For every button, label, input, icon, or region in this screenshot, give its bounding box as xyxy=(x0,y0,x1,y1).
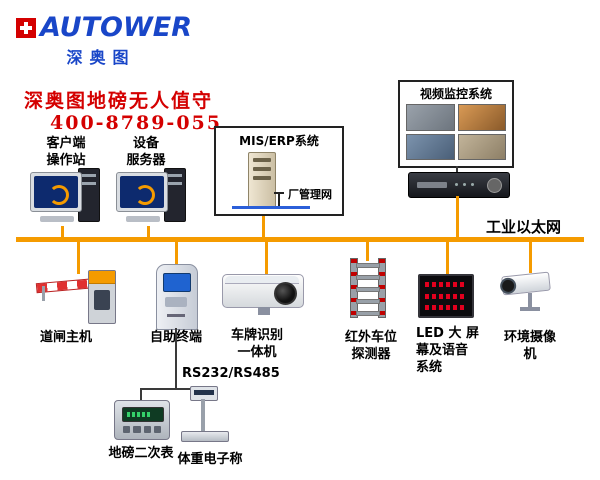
autower-logo: AUTOWER 深奥图 xyxy=(16,12,192,68)
infrared-rung xyxy=(356,299,380,304)
lpr-camera-visor xyxy=(225,276,299,284)
video-to-dvr-line xyxy=(456,166,458,172)
scale-platform xyxy=(181,431,229,442)
infrared-rung xyxy=(356,287,380,292)
serial-line-vertical xyxy=(175,328,177,390)
camera-frame-3 xyxy=(406,133,455,160)
cctv-camera-lens xyxy=(499,277,517,295)
device-server-workstation xyxy=(112,168,194,226)
barrier-arm-support xyxy=(42,286,45,301)
serial-line-to-indicator xyxy=(140,388,142,400)
kiosk-slot xyxy=(167,314,185,317)
autower-logo-mark-icon xyxy=(16,17,36,38)
infrared-detector xyxy=(348,258,388,322)
scale-screen xyxy=(194,390,214,395)
led-dot-row xyxy=(425,305,467,310)
pc-base xyxy=(40,216,74,222)
factory-net-label: 厂管理网 xyxy=(288,188,332,201)
camera-frame-4 xyxy=(457,133,506,160)
serial-line-horizontal xyxy=(140,388,204,390)
lpr-label: 车牌识别 一体机 xyxy=(230,328,283,360)
connector-dvr xyxy=(456,196,459,237)
cctv-camera-body xyxy=(499,271,551,296)
kiosk-keypad xyxy=(165,297,187,307)
lpr-camera-lens xyxy=(274,282,297,305)
cctv-camera-mount xyxy=(528,293,532,307)
scale-pole xyxy=(201,399,205,431)
kiosk-screen xyxy=(163,273,191,292)
serial-protocol-label: RS232/RS485 xyxy=(182,366,280,381)
env-camera-label: 环境摄像 机 xyxy=(503,330,556,362)
barrier-label: 道闸主机 xyxy=(39,330,92,345)
barrier-cabinet-top xyxy=(89,271,115,284)
connector-server-pc xyxy=(147,226,150,237)
connector-led xyxy=(446,242,449,277)
mis-erp-panel: MIS/ERP系统 厂管理网 xyxy=(214,126,344,216)
network-tap-icon xyxy=(274,192,284,206)
phone-number: 400-8789-055 xyxy=(50,112,222,134)
pc-screen xyxy=(34,176,78,208)
led-label: LED 大 屏 幕及语音 系统 xyxy=(416,326,480,375)
lpr-camera-housing xyxy=(222,274,304,308)
dvr-led xyxy=(455,183,458,186)
lpr-camera-mount xyxy=(258,307,270,315)
camera-frame-1 xyxy=(406,104,455,131)
scale-label: 体重电子称 xyxy=(177,452,243,467)
connector-cctv xyxy=(529,242,532,273)
connector-barrier xyxy=(77,242,80,274)
client-workstation xyxy=(26,168,108,226)
barrier-cabinet xyxy=(88,270,116,324)
environment-camera xyxy=(496,266,562,322)
lpr-camera xyxy=(222,272,308,316)
dvr-led xyxy=(463,183,466,186)
barrier-gate xyxy=(35,268,116,324)
dvr-recorder xyxy=(408,172,510,198)
surveillance-thumbnails xyxy=(406,104,506,160)
led-dot-row xyxy=(425,282,467,287)
weighbridge-indicator xyxy=(114,400,170,440)
factory-network-line xyxy=(232,206,310,209)
pc-screen xyxy=(120,176,164,208)
industrial-ethernet-bus xyxy=(16,237,584,242)
self-service-kiosk xyxy=(156,264,198,330)
pc-base xyxy=(126,216,160,222)
electronic-scale xyxy=(180,386,230,444)
video-surveillance-panel: 视频监控系统 xyxy=(398,80,514,168)
client-station-label: 客户端 操作站 xyxy=(46,136,86,168)
server-tower-icon xyxy=(248,152,276,208)
indicator-label: 地磅二次表 xyxy=(108,446,174,461)
infrared-label: 红外车位 探测器 xyxy=(344,330,397,362)
indicator-screen xyxy=(122,407,164,422)
indicator-digits xyxy=(127,412,151,417)
mis-erp-label: MIS/ERP系统 xyxy=(239,134,319,148)
connector-kiosk xyxy=(175,242,178,267)
infrared-rung xyxy=(356,263,380,268)
connector-mis xyxy=(262,216,265,237)
page-title: 深奥图地磅无人值守 xyxy=(24,90,214,112)
industrial-ethernet-label: 工业以太网 xyxy=(486,218,562,236)
dvr-drive-slot xyxy=(417,182,447,188)
video-system-label: 视频监控系统 xyxy=(419,87,492,101)
brand-name: AUTOWER xyxy=(40,12,192,43)
pc-monitor-icon xyxy=(30,172,82,212)
pc-monitor-icon xyxy=(116,172,168,212)
pc-logo-swirl xyxy=(49,185,69,205)
pc-logo-swirl xyxy=(135,185,155,205)
infrared-rung xyxy=(356,311,380,316)
brand-name-cn: 深奥图 xyxy=(66,48,136,67)
connector-client-pc xyxy=(61,226,64,237)
device-server-label: 设备 服务器 xyxy=(126,136,166,168)
indicator-buttons xyxy=(123,426,161,433)
barrier-cabinet-panel xyxy=(94,290,110,310)
logo-plus-bar xyxy=(24,21,28,34)
camera-frame-2 xyxy=(457,104,506,131)
cctv-camera-base xyxy=(520,307,540,311)
dvr-led xyxy=(471,183,474,186)
led-display xyxy=(418,274,474,318)
led-dot-row xyxy=(425,293,467,299)
connector-lpr xyxy=(265,242,268,275)
dvr-knob xyxy=(487,178,502,193)
infrared-rung xyxy=(356,275,380,280)
connector-infrared xyxy=(366,242,369,261)
